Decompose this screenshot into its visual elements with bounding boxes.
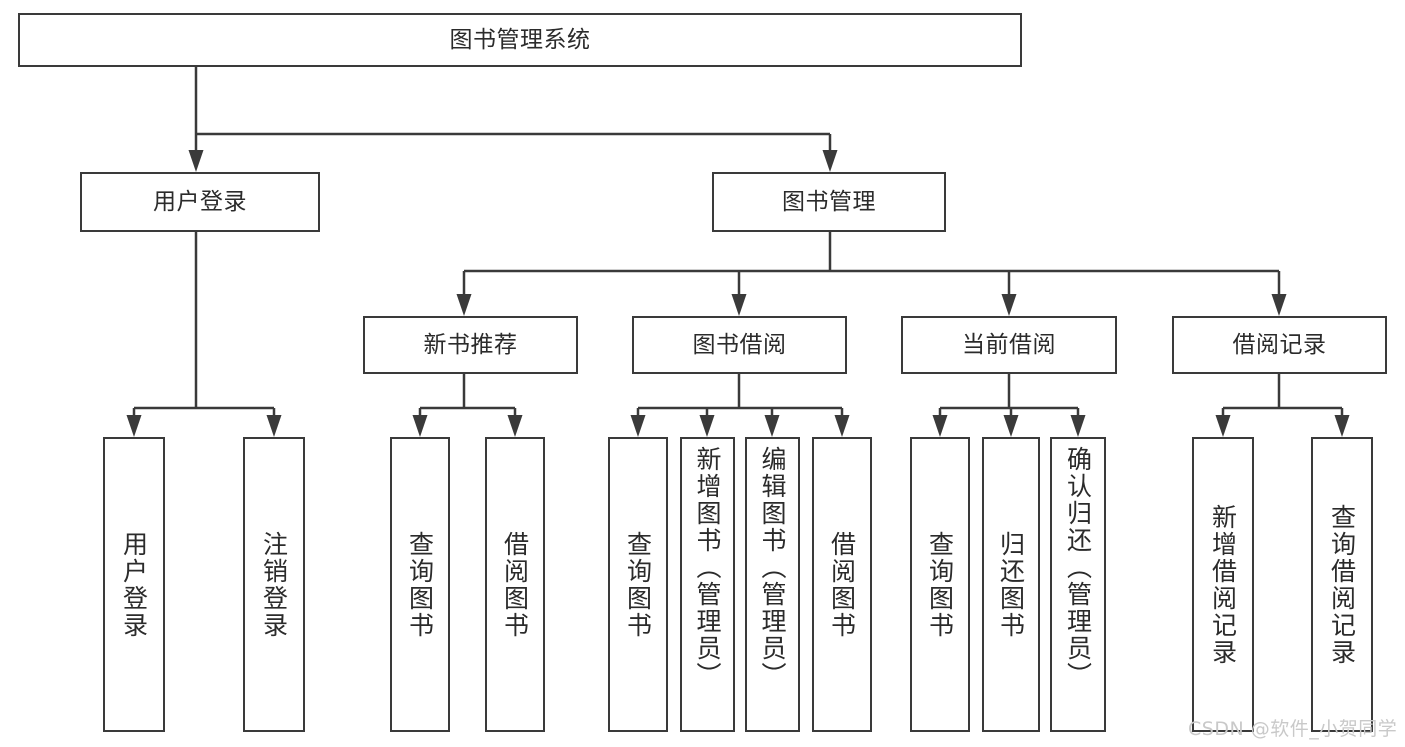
arrowhead — [699, 415, 715, 437]
node-root[interactable]: 图书管理系统 — [18, 13, 1022, 67]
arrowhead — [1215, 415, 1231, 437]
node-lf-12[interactable]: 查询借阅记录 — [1311, 437, 1373, 732]
edge-group-l2-2 — [932, 374, 1086, 437]
edge-group-root — [188, 67, 838, 172]
node-label: 借阅记录 — [1232, 331, 1327, 358]
edge-group-l2-1 — [630, 374, 850, 437]
node-lf-8[interactable]: 查询图书 — [910, 437, 970, 732]
node-label: 查询图书 — [405, 530, 435, 639]
arrowhead — [412, 415, 428, 437]
node-label: 图书借阅 — [692, 331, 787, 358]
arrowhead — [1334, 415, 1350, 437]
node-label: 查询图书 — [623, 530, 653, 639]
node-lf-9[interactable]: 归还图书 — [982, 437, 1040, 732]
arrowhead — [1003, 415, 1019, 437]
node-l2-2[interactable]: 当前借阅 — [901, 316, 1117, 374]
node-lf-0[interactable]: 用户登录 — [103, 437, 165, 732]
node-label: 归还图书 — [996, 530, 1026, 639]
node-label: 编辑图书（管理员） — [758, 446, 787, 689]
arrowhead — [1271, 294, 1287, 316]
node-label: 借阅图书 — [827, 530, 857, 639]
arrowhead — [932, 415, 948, 437]
node-label: 新增图书（管理员） — [693, 446, 722, 689]
node-label: 当前借阅 — [962, 331, 1056, 358]
node-l1-1[interactable]: 图书管理 — [712, 172, 946, 232]
node-l2-0[interactable]: 新书推荐 — [363, 316, 578, 374]
node-l2-1[interactable]: 图书借阅 — [632, 316, 847, 374]
edge-group-l1-1 — [456, 232, 1287, 316]
node-lf-10[interactable]: 确认归还（管理员） — [1050, 437, 1106, 732]
node-label: 用户登录 — [153, 188, 247, 215]
node-lf-11[interactable]: 新增借阅记录 — [1192, 437, 1254, 732]
node-lf-7[interactable]: 借阅图书 — [812, 437, 872, 732]
node-lf-4[interactable]: 查询图书 — [608, 437, 668, 732]
node-l1-0[interactable]: 用户登录 — [80, 172, 320, 232]
arrowhead — [126, 415, 142, 437]
node-label: 注销登录 — [259, 530, 289, 639]
node-label: 用户登录 — [119, 530, 149, 639]
arrowhead — [731, 294, 747, 316]
node-label: 图书管理 — [782, 188, 876, 215]
arrowhead — [630, 415, 646, 437]
watermark-text: CSDN @软件_小贺同学 — [1188, 718, 1398, 740]
node-label: 确认归还（管理员） — [1063, 446, 1093, 689]
node-lf-5[interactable]: 新增图书（管理员） — [680, 437, 735, 732]
edge-group-l1-0 — [126, 232, 282, 437]
node-lf-6[interactable]: 编辑图书（管理员） — [745, 437, 800, 732]
node-lf-1[interactable]: 注销登录 — [243, 437, 305, 732]
node-label: 查询借阅记录 — [1327, 503, 1357, 666]
node-label: 新书推荐 — [423, 331, 518, 358]
node-lf-2[interactable]: 查询图书 — [390, 437, 450, 732]
arrowhead — [822, 150, 838, 172]
edge-group-l2-3 — [1215, 374, 1350, 437]
arrowhead — [1070, 415, 1086, 437]
arrowhead — [764, 415, 780, 437]
arrowhead — [834, 415, 850, 437]
node-label: 查询图书 — [925, 530, 955, 639]
node-lf-3[interactable]: 借阅图书 — [485, 437, 545, 732]
arrowhead — [1001, 294, 1017, 316]
arrowhead — [266, 415, 282, 437]
node-label: 借阅图书 — [500, 530, 530, 639]
node-l2-3[interactable]: 借阅记录 — [1172, 316, 1387, 374]
arrowhead — [456, 294, 472, 316]
node-label: 图书管理系统 — [449, 26, 591, 53]
node-label: 新增借阅记录 — [1208, 503, 1238, 666]
edge-group-l2-0 — [412, 374, 523, 437]
arrowhead — [507, 415, 523, 437]
arrowhead — [188, 150, 204, 172]
